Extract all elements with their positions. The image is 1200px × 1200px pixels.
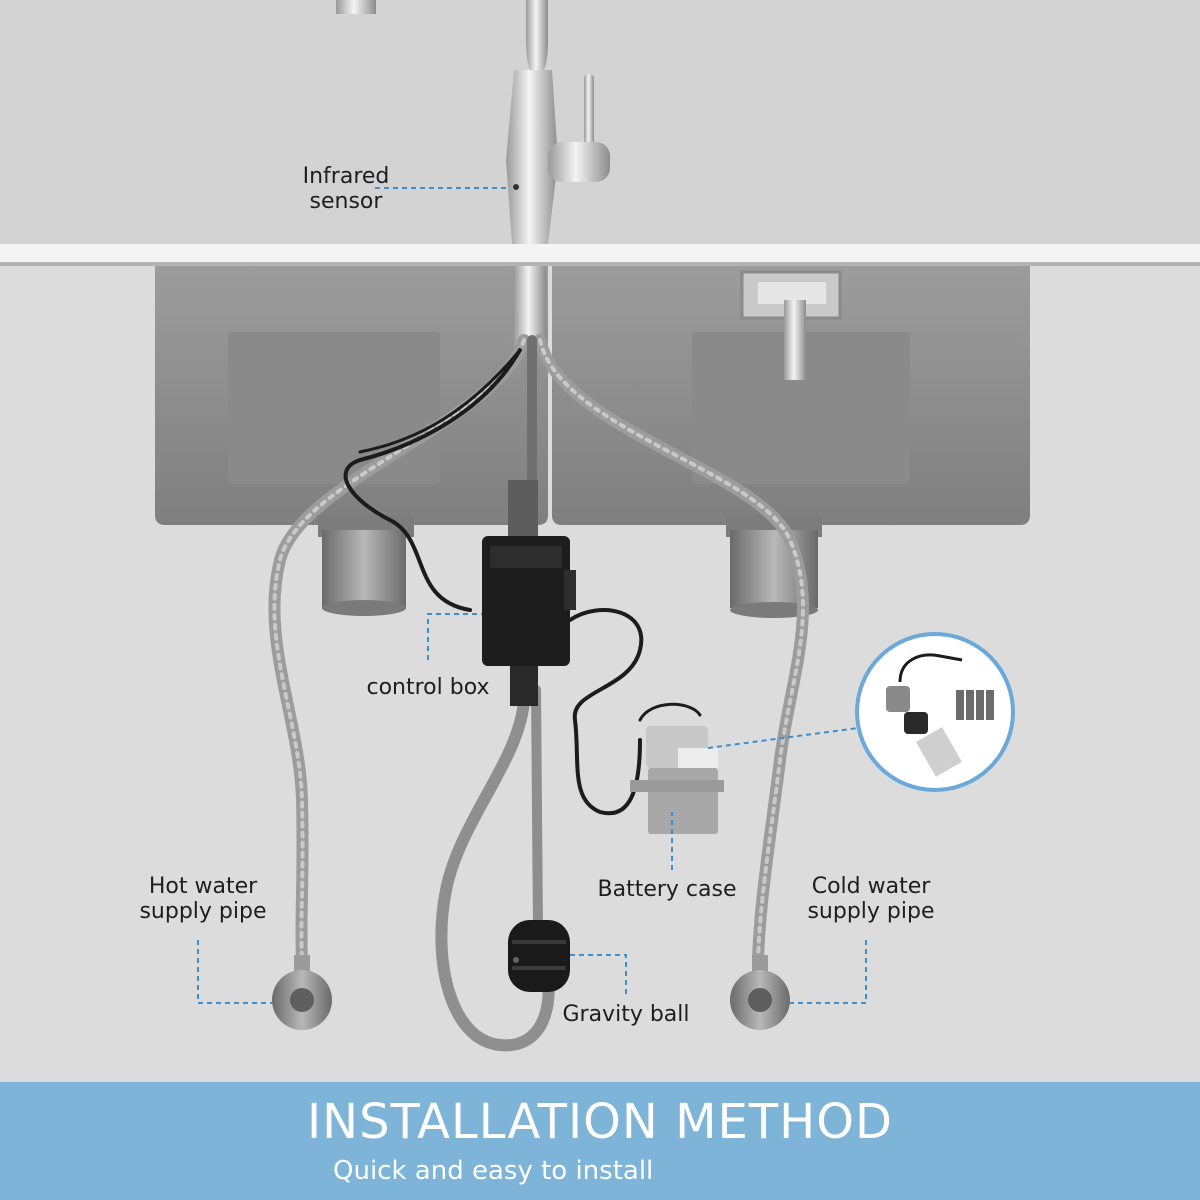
control-box-label-text: control box: [366, 675, 490, 700]
cold-water-leader: [790, 940, 867, 1004]
hot-water-valve: [272, 955, 332, 1030]
battery-case-label-text: Battery case: [597, 877, 737, 902]
side-sprayer: [740, 270, 842, 380]
control-box: [482, 480, 576, 706]
infrared-sensor-label-line2: sensor: [309, 189, 383, 214]
battery-case: [630, 726, 724, 834]
infrared-sensor-label: Infrared sensor: [296, 164, 396, 214]
countertop: [0, 244, 1200, 266]
battery-inset-leader: [707, 727, 859, 749]
title-banner: [0, 1082, 1200, 1200]
gravity-ball-label-text: Gravity ball: [562, 1002, 690, 1027]
control-box-leader: [427, 613, 482, 660]
hot-water-label: Hot water supply pipe: [128, 874, 278, 924]
gravity-ball-leader: [570, 954, 627, 998]
leader-lines: [197, 187, 867, 1004]
hot-water-label-line2: supply pipe: [139, 899, 267, 924]
cold-water-label-line1: Cold water: [811, 874, 931, 899]
gravity-ball-label: Gravity ball: [556, 1002, 696, 1027]
left-drain: [318, 515, 414, 616]
cold-water-valve: [730, 955, 790, 1030]
gravity-ball: [508, 920, 570, 992]
hot-water-label-line1: Hot water: [148, 874, 258, 899]
cold-water-label: Cold water supply pipe: [796, 874, 946, 924]
faucet: [336, 0, 610, 346]
banner-subtitle: Quick and easy to install: [333, 1156, 654, 1186]
hot-water-leader: [197, 940, 272, 1004]
banner-title: INSTALLATION METHOD: [307, 1094, 893, 1150]
hoses: [268, 334, 809, 1052]
upper-wall: [0, 0, 1200, 248]
battery-inset: [855, 632, 1015, 792]
battery-case-label: Battery case: [592, 877, 742, 902]
infrared-sensor-label-line1: Infrared: [302, 164, 390, 189]
double-sink: [155, 266, 1030, 525]
countertop-edge: [0, 262, 1200, 266]
control-box-label: control box: [358, 675, 498, 700]
cold-water-label-line2: supply pipe: [807, 899, 935, 924]
